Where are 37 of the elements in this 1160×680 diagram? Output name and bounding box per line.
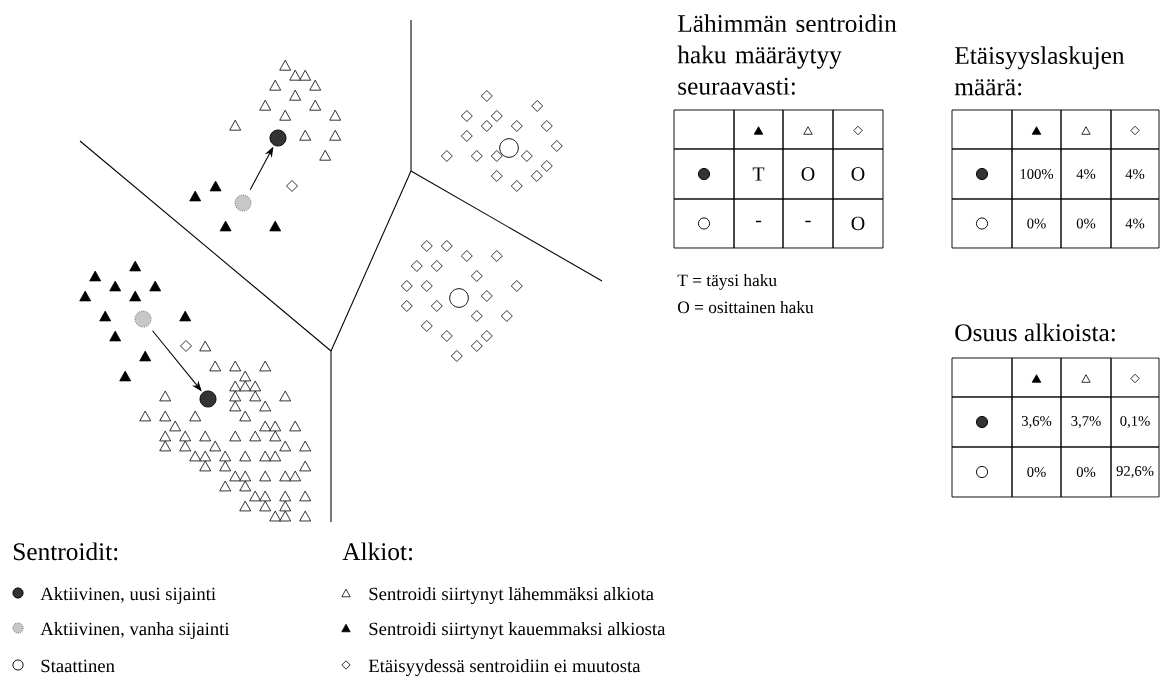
table-cell: 0% [1060, 446, 1112, 498]
table-cell: 3,6% [1011, 396, 1062, 448]
centroid-circle [234, 194, 252, 212]
legend-text: Sentroidi siirtynyt kauemmaksi alkiosta [369, 622, 666, 640]
centroid-circle [499, 138, 519, 158]
note-text: O = osittainen haku [678, 300, 814, 314]
table-cell: 4% [1110, 198, 1160, 249]
table-cell: 0% [1011, 446, 1062, 498]
centroid-circle [269, 129, 287, 147]
heading: Etäisyyslaskujen määrä: [954, 46, 1125, 96]
table-cell: O [782, 148, 834, 200]
legend-text: Etäisyydessä sentroidiin ei muutosta [368, 659, 641, 677]
table-cell: 100% [1011, 148, 1062, 200]
table-cell: O [832, 198, 884, 249]
table-cell: - [782, 198, 834, 249]
legend-text: Aktiivinen, vanha sijainti [40, 622, 230, 639]
heading: Sentroidit: [13, 542, 118, 561]
heading: Alkiot: [342, 542, 412, 561]
centroid-circle [199, 390, 217, 408]
centroid-circle [449, 288, 469, 308]
table-cell: 0% [1060, 198, 1112, 249]
table-cell: 3,7% [1060, 396, 1112, 448]
table-cell: 92,6% [1110, 446, 1160, 498]
legend-text: Aktiivinen, uusi sijainti [40, 587, 216, 604]
heading: Osuus alkioista: [955, 323, 1115, 342]
table-cell: O [832, 148, 884, 200]
note-text: T = täysi haku [677, 273, 777, 290]
heading: Lähimmän sentroidin haku määräytyy seuraavasti: [677, 14, 897, 95]
legend-text: Sentroidi siirtynyt lähemmäksi alkiota [369, 587, 654, 605]
centroid-circle [134, 310, 152, 328]
legend-text: Staattinen [41, 659, 115, 673]
table-cell: 0,1% [1110, 396, 1160, 448]
table-cell: T [733, 148, 784, 200]
table-cell: - [733, 198, 784, 249]
table-cell: 4% [1060, 148, 1112, 200]
table-cell: 4% [1110, 148, 1160, 200]
table-cell: 0% [1011, 198, 1062, 249]
